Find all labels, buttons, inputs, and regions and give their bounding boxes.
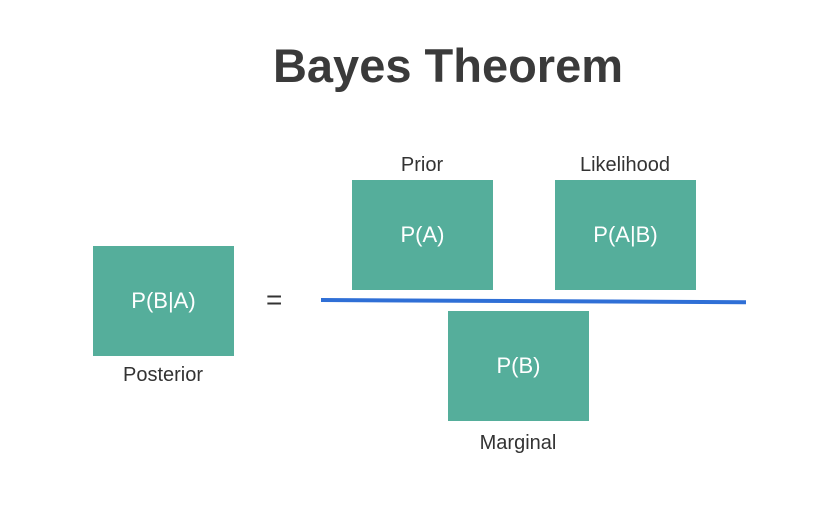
marginal-label: Marginal (479, 432, 557, 454)
diagram-title: Bayes Theorem (272, 39, 624, 92)
prior-box: P(A) (352, 180, 493, 290)
posterior-box: P(B|A) (93, 246, 234, 356)
likelihood-label: Likelihood (579, 154, 671, 176)
marginal-box: P(B) (448, 311, 589, 421)
likelihood-box: P(A|B) (555, 180, 696, 290)
prior-label: Prior (400, 154, 444, 176)
posterior-label: Posterior (122, 364, 204, 386)
fraction-line (320, 298, 747, 305)
equals-sign: = (266, 284, 283, 315)
